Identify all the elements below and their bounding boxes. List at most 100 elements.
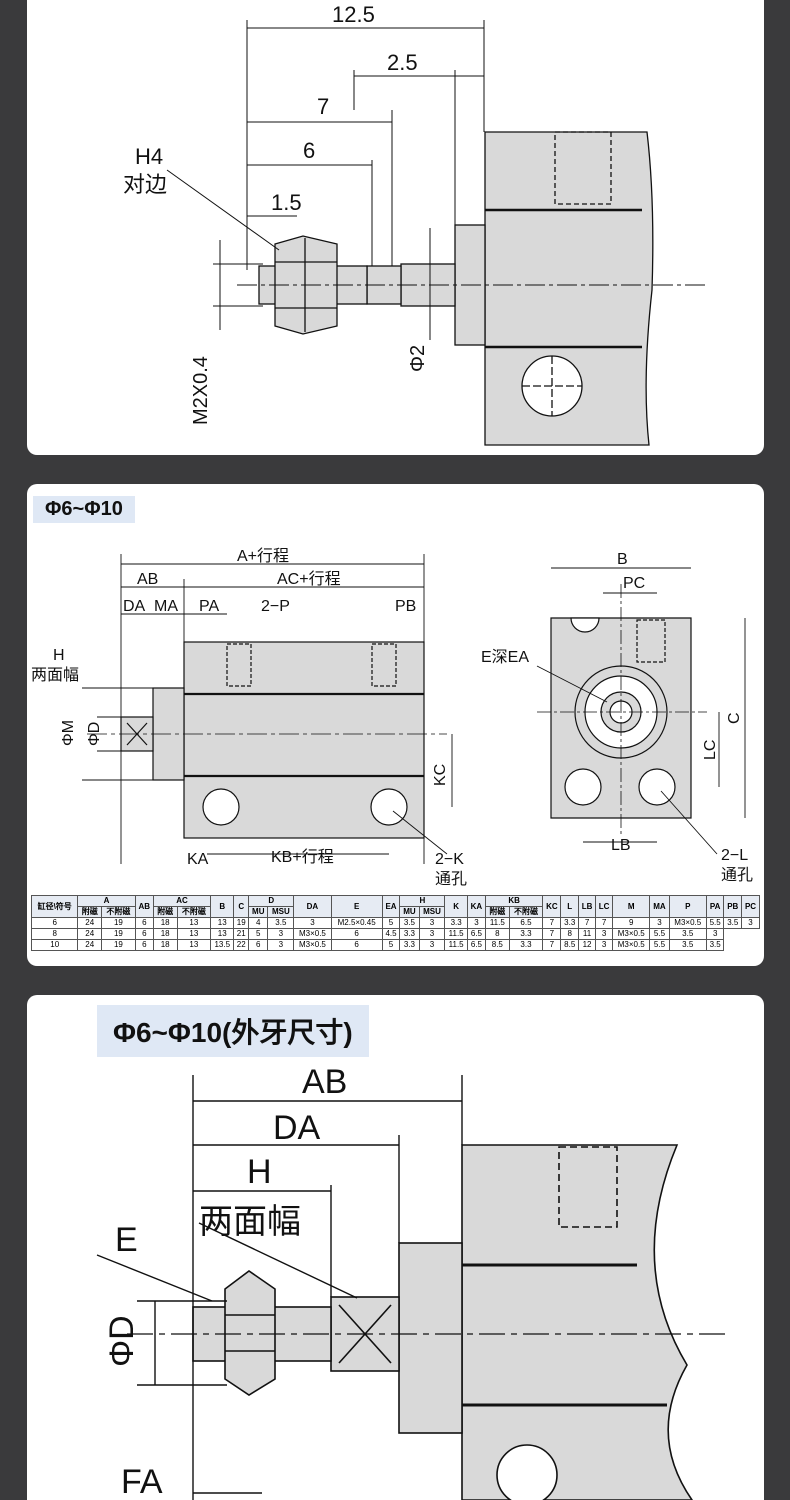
table-cell: 5 [248,928,269,940]
table-header-cell: E [330,895,383,918]
table-header-cell: PA [705,895,725,918]
table-cell: 5.5 [649,939,670,951]
table-cell: 3.3 [560,917,580,929]
table-cell: 7 [542,917,562,929]
thread-title-badge: Φ6~Φ10(外牙尺寸) [97,1005,369,1057]
table-cell: 3 [466,917,486,929]
table-cell: 24 [77,917,103,929]
table-cell: 3.5 [723,917,743,929]
table-cell: 3 [418,928,446,940]
label-a-stroke: A+行程 [237,547,289,565]
rod-end-drawing: 12.5 2.5 7 6 1.5 H4 对边 M2X0.4 Φ2 [123,2,707,446]
table-cell: 11 [578,928,597,940]
external-thread-card: Φ6~Φ10(外牙尺寸) AB DA H 两面幅 [27,995,764,1500]
table-subheader-cell: MSU [267,906,295,918]
table-subheader-cell: MU [399,906,420,918]
table-cell: 24 [77,928,103,940]
dimension-drawing-card: Φ6~Φ10 [27,484,764,966]
table-subheader-cell: 附磁 [484,906,510,918]
label-pc: PC [623,575,645,592]
table-cell: 8.5 [560,939,580,951]
table-cell: 4.5 [381,928,401,940]
table-cell: 3 [649,917,670,929]
table-cell: 11.5 [444,928,468,940]
table-cell: 3 [418,917,446,929]
label-two-face: 两面幅 [31,666,79,684]
external-thread-drawing: AB DA H 两面幅 E ΦD FA [96,1063,727,1500]
table-cell: M3×0.5 [293,939,332,951]
table-cell: 3 [267,939,295,951]
label-h: H [53,647,65,664]
table-cell: 8 [484,928,510,940]
label-kc: KC [432,764,449,786]
table-cell: 3 [418,939,446,951]
table-header-cell: M [612,895,651,918]
table-cell: 12 [578,939,597,951]
table-cell: 13 [210,917,235,929]
label-lc: LC [702,740,719,760]
table-cell: 7 [595,917,614,929]
table-cell: 10 [30,939,79,951]
table-cell: 5.5 [649,928,670,940]
table-cell: 3.5 [399,917,420,929]
table-header-cell: AC [152,895,212,907]
label-ac-stroke: AC+行程 [277,570,341,588]
table-cell: 9 [612,917,651,929]
table-cell: 6 [248,939,269,951]
table-header-cell: L [560,895,580,918]
table-cell: 13 [210,928,235,940]
dim-1-5: 1.5 [271,190,302,215]
label-phim: ΦM [60,720,77,746]
table-cell: 22 [233,939,250,951]
table-header-cell: A [77,895,136,907]
table-cell: 6.5 [466,928,486,940]
table-cell: 3.3 [508,928,544,940]
table-cell: 3.3 [444,917,468,929]
table-cell: 6 [134,917,154,929]
label-b: B [617,551,628,568]
table-cell: 8 [30,928,79,940]
label-fa: FA [121,1463,163,1500]
rod-end-detail-card: 12.5 2.5 7 6 1.5 H4 对边 M2X0.4 Φ2 [27,0,764,455]
table-cell: 19 [101,917,136,929]
table-cell: 7 [578,917,597,929]
table-cell: 5.5 [705,917,725,929]
label-two-face: 两面幅 [199,1203,301,1241]
table-header-cell: PC [741,895,760,918]
table-cell: 6 [330,939,383,951]
label-phid: ΦD [103,1315,141,1367]
table-header-cell: MA [649,895,670,918]
label-phid: ΦD [86,722,103,746]
label-lb: LB [611,837,631,854]
table-cell: 19 [101,939,136,951]
table-cell: 6.5 [508,917,544,929]
dim-2-5: 2.5 [387,50,418,75]
table-subheader-cell: 不附磁 [176,906,212,918]
dim-6: 6 [303,138,315,163]
table-cell: M3×0.5 [612,928,651,940]
label-e: E [115,1221,138,1259]
table-header-cell: K [444,895,468,918]
label-c: C [726,712,743,724]
bore-range-badge: Φ6~Φ10 [33,496,135,523]
table-header-cell: B [210,895,235,918]
table-subheader-cell: 附磁 [77,906,103,918]
label-through: 通孔 [435,870,467,888]
table-header-cell: LB [578,895,597,918]
cylinder-drawing: A+行程 AB AC+行程 DA MA PA 2−P PB H 两面幅 ΦM Φ… [31,547,753,888]
table-cell: 6 [30,917,79,929]
table-cell: 11.5 [484,917,510,929]
table-subheader-cell: MSU [418,906,446,918]
table-header-cell: KB [484,895,544,907]
table-cell: 7 [542,939,562,951]
table-header-cell: EA [381,895,401,918]
table-cell: 3 [595,939,614,951]
table-cell: 18 [152,917,178,929]
table-cell: 5 [381,939,401,951]
table-cell: 3 [741,917,760,929]
label-pb: PB [395,598,416,615]
label-through2: 通孔 [721,866,753,884]
